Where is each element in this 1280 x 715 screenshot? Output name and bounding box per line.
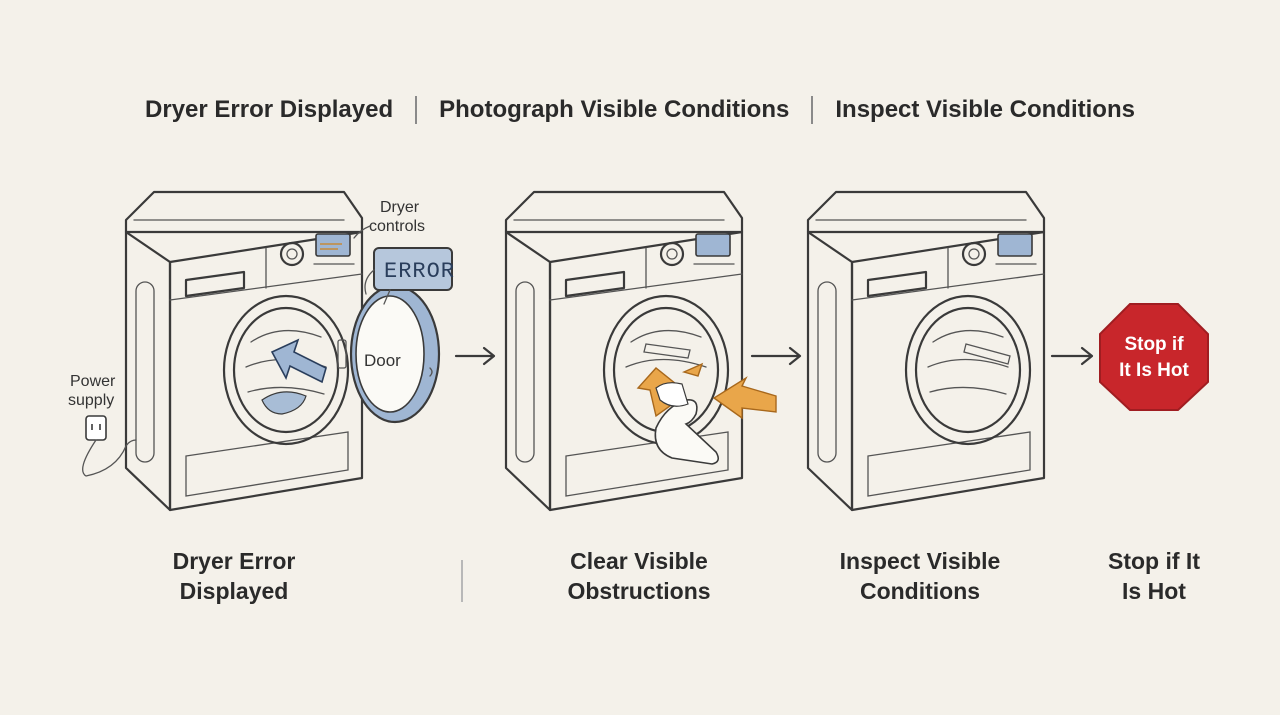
dryer-1 [124, 190, 364, 512]
step-label-3-line-2: Conditions [859, 578, 981, 604]
step-label-4-line-2: Is Hot [1122, 578, 1186, 604]
step-label-1-line-2: Displayed [179, 578, 289, 604]
step-label-1: Dryer Error Displayed [134, 546, 334, 606]
stop-sign-line-2: It Is Hot [1119, 360, 1189, 381]
door-label: Door [364, 351, 401, 370]
step-arrow-2 [750, 346, 802, 366]
step-label-4-line-1: Stop if It [1108, 548, 1200, 574]
step-label-4: Stop if It Is Hot [1084, 546, 1224, 606]
header-step-2: Photograph Visible Conditions [439, 96, 790, 123]
step-label-1-line-1: Dryer Error [172, 548, 296, 574]
power-supply-label-line-1: Power [70, 373, 116, 390]
dryer-controls-label-line-1: Dryer [380, 199, 420, 216]
header-divider [415, 96, 418, 124]
error-badge-text: ERROR [384, 259, 455, 284]
dryer-2 [504, 190, 744, 512]
step-arrow-3 [1050, 346, 1094, 366]
power-supply-label-line-2: supply [68, 392, 114, 409]
header-step-1: Dryer Error Displayed [145, 96, 394, 123]
error-badge: ERROR [373, 247, 455, 291]
stop-sign-line-1: Stop if [1124, 334, 1184, 355]
orange-arrow-icon [712, 376, 777, 420]
step-arrow-1 [454, 346, 496, 366]
power-outlet-icon [82, 415, 137, 477]
header-divider [811, 96, 814, 124]
stop-sign-icon: Stop if It Is Hot [1099, 303, 1209, 411]
step-label-3-line-1: Inspect Visible [839, 548, 1001, 574]
dryer-3 [806, 190, 1046, 512]
step-label-2-line-1: Clear Visible [570, 548, 708, 574]
step-label-divider [461, 560, 463, 602]
dryer-controls-label-line-2: controls [369, 218, 425, 235]
step-label-2-line-2: Obstructions [567, 578, 711, 604]
step-label-3: Inspect Visible Conditions [810, 546, 1030, 606]
header-step-3: Inspect Visible Conditions [835, 96, 1135, 123]
step-label-2: Clear Visible Obstructions [529, 546, 749, 606]
header-steps: Dryer Error Displayed Photograph Visible… [0, 92, 1280, 128]
dryer-1-door [337, 284, 441, 424]
